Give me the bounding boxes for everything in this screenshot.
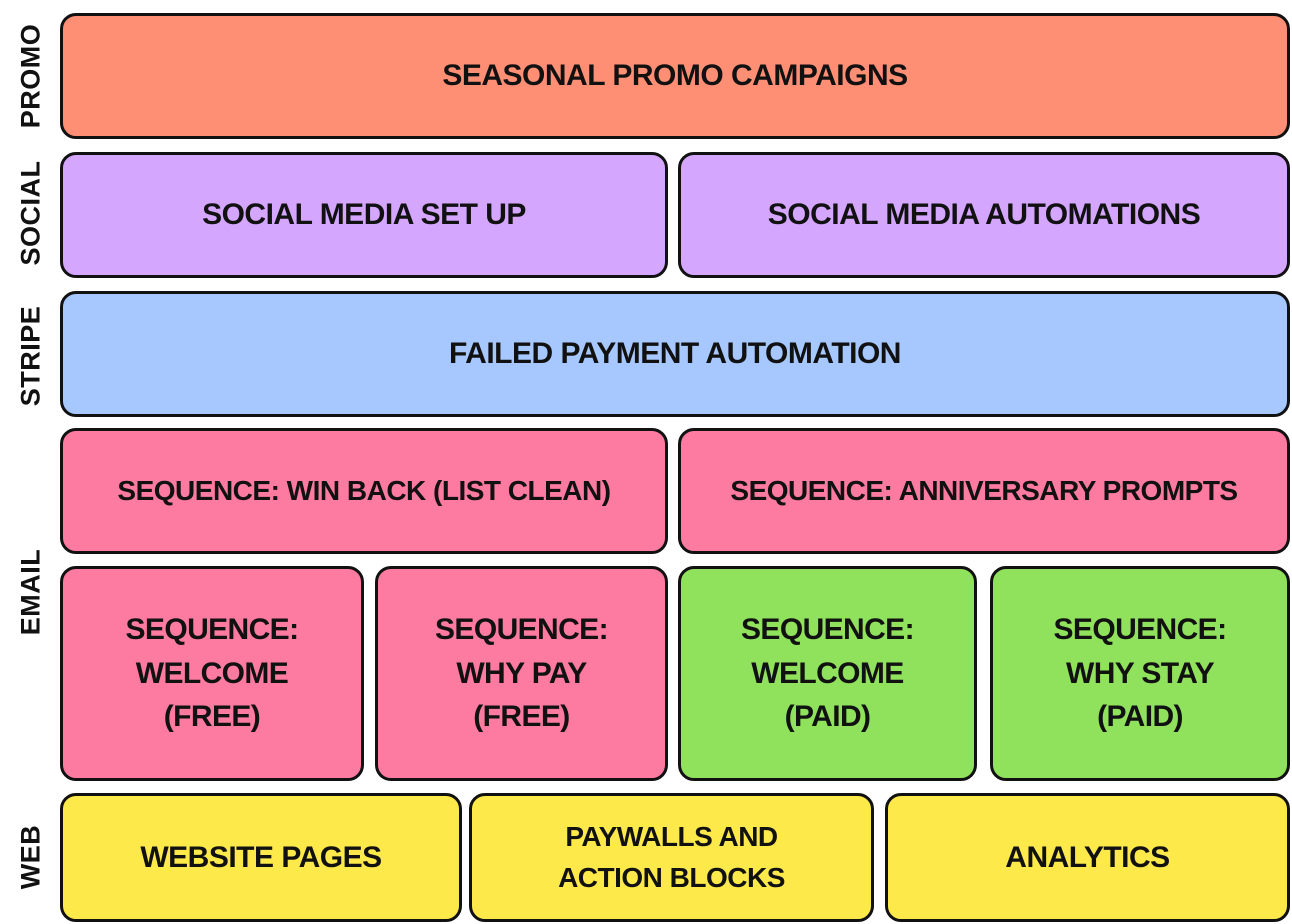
block-website-pages-label: WEBSITE PAGES	[140, 840, 382, 874]
block-social-media-automations-label: SOCIAL MEDIA AUTOMATIONS	[767, 198, 1201, 231]
block-sequence-win-back-label: SEQUENCE: WIN BACK (LIST CLEAN)	[117, 474, 611, 506]
block-failed-payment-automation-label: FAILED PAYMENT AUTOMATION	[449, 337, 901, 370]
block-sequence-win-back: SEQUENCE: WIN BACK (LIST CLEAN)	[60, 428, 668, 554]
block-sequence-welcome-free-label: SEQUENCE: WELCOME (FREE)	[125, 613, 300, 734]
block-failed-payment-automation: FAILED PAYMENT AUTOMATION	[60, 291, 1290, 417]
block-paywalls-and-action-blocks-label: PAYWALLS AND ACTION BLOCKS	[558, 820, 785, 893]
block-sequence-why-stay-paid-label: SEQUENCE: WHY STAY (PAID)	[1053, 613, 1228, 734]
block-sequence-welcome-paid-label: SEQUENCE: WELCOME (PAID)	[741, 613, 915, 734]
block-social-media-set-up: SOCIAL MEDIA SET UP	[60, 152, 668, 278]
block-website-pages: WEBSITE PAGES	[60, 793, 462, 922]
block-seasonal-promo-campaigns-label: SEASONAL PROMO CAMPAIGNS	[442, 59, 908, 92]
row-label-email-text: EMAIL	[15, 548, 46, 636]
block-seasonal-promo-campaigns: SEASONAL PROMO CAMPAIGNS	[60, 13, 1290, 139]
block-sequence-why-pay-free-label: SEQUENCE: WHY PAY (FREE)	[435, 613, 609, 734]
block-sequence-welcome-free: SEQUENCE: WELCOME (FREE)	[60, 566, 364, 781]
block-social-media-set-up-label: SOCIAL MEDIA SET UP	[202, 198, 526, 231]
block-social-media-automations: SOCIAL MEDIA AUTOMATIONS	[678, 152, 1290, 278]
row-label-web-text: WEB	[15, 824, 46, 890]
row-label-promo-text: PROMO	[15, 23, 46, 129]
block-analytics-label: ANALYTICS	[1005, 840, 1170, 874]
block-sequence-anniversary-prompts: SEQUENCE: ANNIVERSARY PROMPTS	[678, 428, 1290, 554]
block-sequence-welcome-paid: SEQUENCE: WELCOME (PAID)	[678, 566, 977, 781]
row-label-social-text: SOCIAL	[15, 160, 46, 266]
block-sequence-why-stay-paid: SEQUENCE: WHY STAY (PAID)	[990, 566, 1290, 781]
block-sequence-why-pay-free: SEQUENCE: WHY PAY (FREE)	[375, 566, 668, 781]
block-paywalls-and-action-blocks: PAYWALLS AND ACTION BLOCKS	[469, 793, 874, 922]
row-label-stripe-text: STRIPE	[15, 305, 46, 407]
block-analytics: ANALYTICS	[885, 793, 1290, 922]
block-sequence-anniversary-prompts-label: SEQUENCE: ANNIVERSARY PROMPTS	[730, 474, 1238, 506]
